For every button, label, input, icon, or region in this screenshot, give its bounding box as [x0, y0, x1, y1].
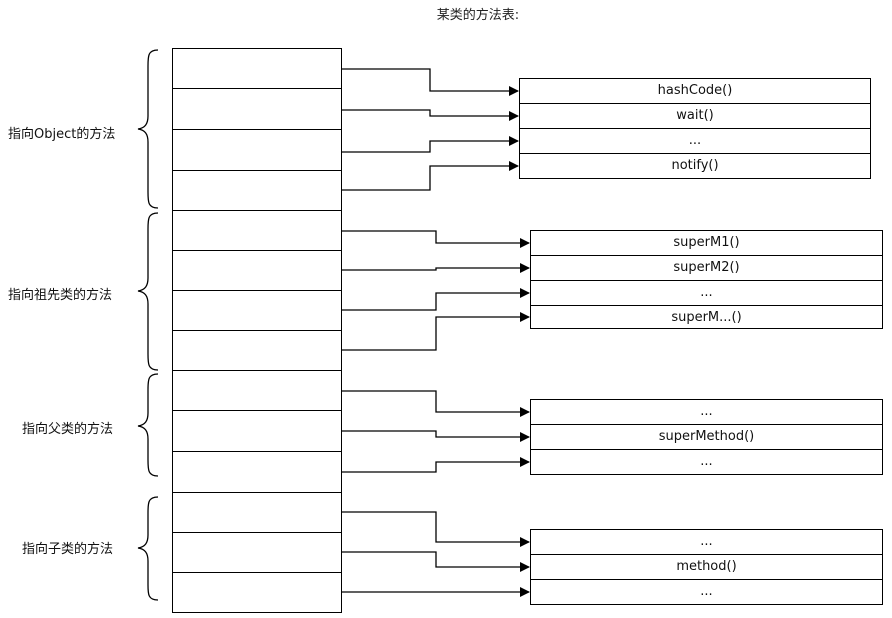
group-label-subclass: 指向子类的方法 — [22, 542, 114, 557]
brace-subclass — [137, 496, 159, 601]
method-entry: ... — [530, 399, 883, 425]
arrow — [342, 457, 530, 473]
brace-ancestor — [137, 212, 159, 371]
arrow — [342, 68, 519, 96]
arrow — [342, 390, 530, 417]
arrow — [342, 161, 519, 191]
arrow — [342, 288, 530, 311]
arrow — [342, 312, 530, 351]
method-entry: notify() — [519, 153, 871, 179]
method-entry: superM1() — [530, 230, 883, 256]
vtable-slot — [172, 290, 342, 331]
method-entry: hashCode() — [519, 78, 871, 104]
vtable-slot — [172, 129, 342, 171]
arrow — [342, 136, 519, 153]
method-entry: wait() — [519, 103, 871, 129]
method-entry: method() — [530, 554, 883, 580]
method-entry: ... — [530, 579, 883, 605]
arrow — [342, 551, 530, 572]
method-entry: ... — [519, 128, 871, 154]
method-entry: ... — [530, 529, 883, 555]
arrow — [342, 430, 530, 442]
group-label-ancestor: 指向祖先类的方法 — [8, 288, 113, 303]
vtable-slot — [172, 250, 342, 291]
vtable-slot — [172, 48, 342, 89]
vtable-slot — [172, 572, 342, 613]
arrow — [342, 230, 530, 248]
brace-object — [137, 49, 159, 209]
group-label-parent: 指向父类的方法 — [22, 422, 114, 437]
method-entry: ... — [530, 449, 883, 475]
vtable-slot — [172, 410, 342, 452]
method-entry: superM...() — [530, 305, 883, 329]
arrow — [342, 109, 519, 121]
arrow — [342, 511, 530, 547]
arrow — [342, 263, 530, 273]
group-label-object: 指向Object的方法 — [8, 127, 116, 142]
diagram-title: 某类的方法表: — [436, 8, 520, 23]
vtable-slot — [172, 330, 342, 371]
brace-parent — [137, 373, 159, 477]
